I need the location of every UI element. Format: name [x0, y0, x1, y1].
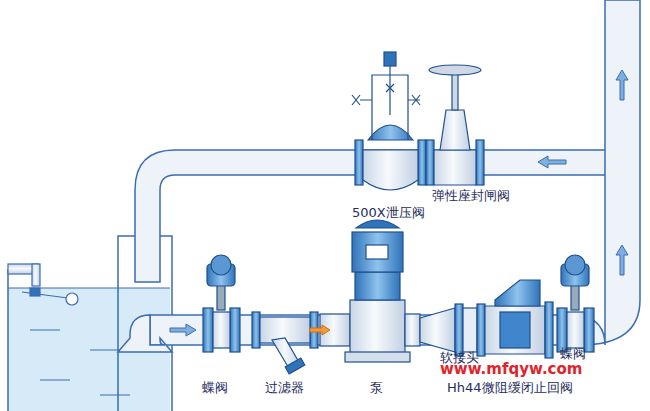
gate-valve: [426, 65, 484, 185]
part-label: 弹性座封闸阀: [432, 188, 510, 203]
part-label: 蝶阀: [560, 346, 586, 361]
strainer: [252, 312, 318, 374]
part-label: 泵: [370, 380, 383, 395]
relief-valve: [352, 52, 426, 190]
butterfly-valve: [557, 255, 594, 352]
part-label: 500X泄压阀: [352, 205, 425, 220]
flow-arrows: [170, 70, 628, 336]
suction-bell: [118, 315, 172, 352]
return-pipe: [135, 0, 640, 345]
pump: [320, 220, 420, 362]
part-label: Hh44微阻缓闭止回阀: [447, 380, 573, 395]
part-label: 蝶阀: [202, 380, 228, 395]
watermark: www.mfqyw.com: [440, 362, 582, 377]
soft-joint: [420, 304, 485, 356]
float-valve: [8, 264, 78, 305]
part-label: 过滤器: [265, 380, 304, 395]
check-valve: [485, 280, 553, 358]
butterfly-valve: [203, 255, 240, 352]
